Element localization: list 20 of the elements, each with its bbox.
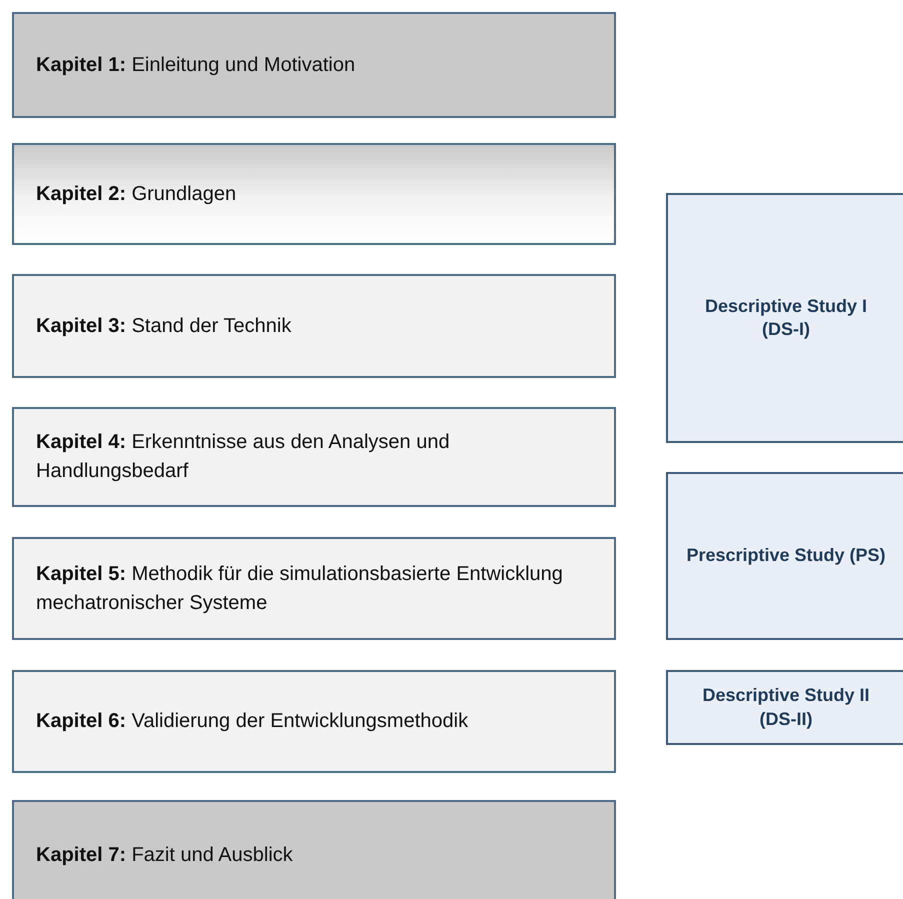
chapter-title: Kapitel 3: Stand der Technik <box>36 314 292 338</box>
chapter-box <box>12 537 616 640</box>
study-phase-box <box>666 472 903 640</box>
chapter-title: Kapitel 2: Grundlagen <box>36 182 236 206</box>
chapter-box <box>12 274 616 378</box>
chapter-box <box>12 143 616 245</box>
phase-label: Prescriptive Study (PS) <box>686 544 886 568</box>
chapter-title: Kapitel 1: Einleitung und Motivation <box>36 52 356 78</box>
chapter-box <box>12 407 616 507</box>
chapter-box <box>12 800 616 899</box>
chapter-title: Kapitel 5: Methodik für die simulationsbasierte Entwicklung mechatronischer Systeme <box>36 562 564 616</box>
chapter-box <box>12 670 616 773</box>
study-phase-box <box>666 193 903 443</box>
phase-label: Descriptive Study II (DS-II) <box>701 684 871 731</box>
chapter-title: Kapitel 4: Erkenntnisse aus den Analysen und Handlungsbedarf <box>36 430 451 484</box>
chapter-box <box>12 12 616 118</box>
study-phase-box <box>666 670 903 745</box>
chapter-title: Kapitel 6: Validierung der Entwicklungsmethodik <box>36 709 468 734</box>
phase-label: Descriptive Study I (DS-I) <box>704 294 868 341</box>
chapter-title: Kapitel 7: Fazit und Ausblick <box>36 842 293 868</box>
